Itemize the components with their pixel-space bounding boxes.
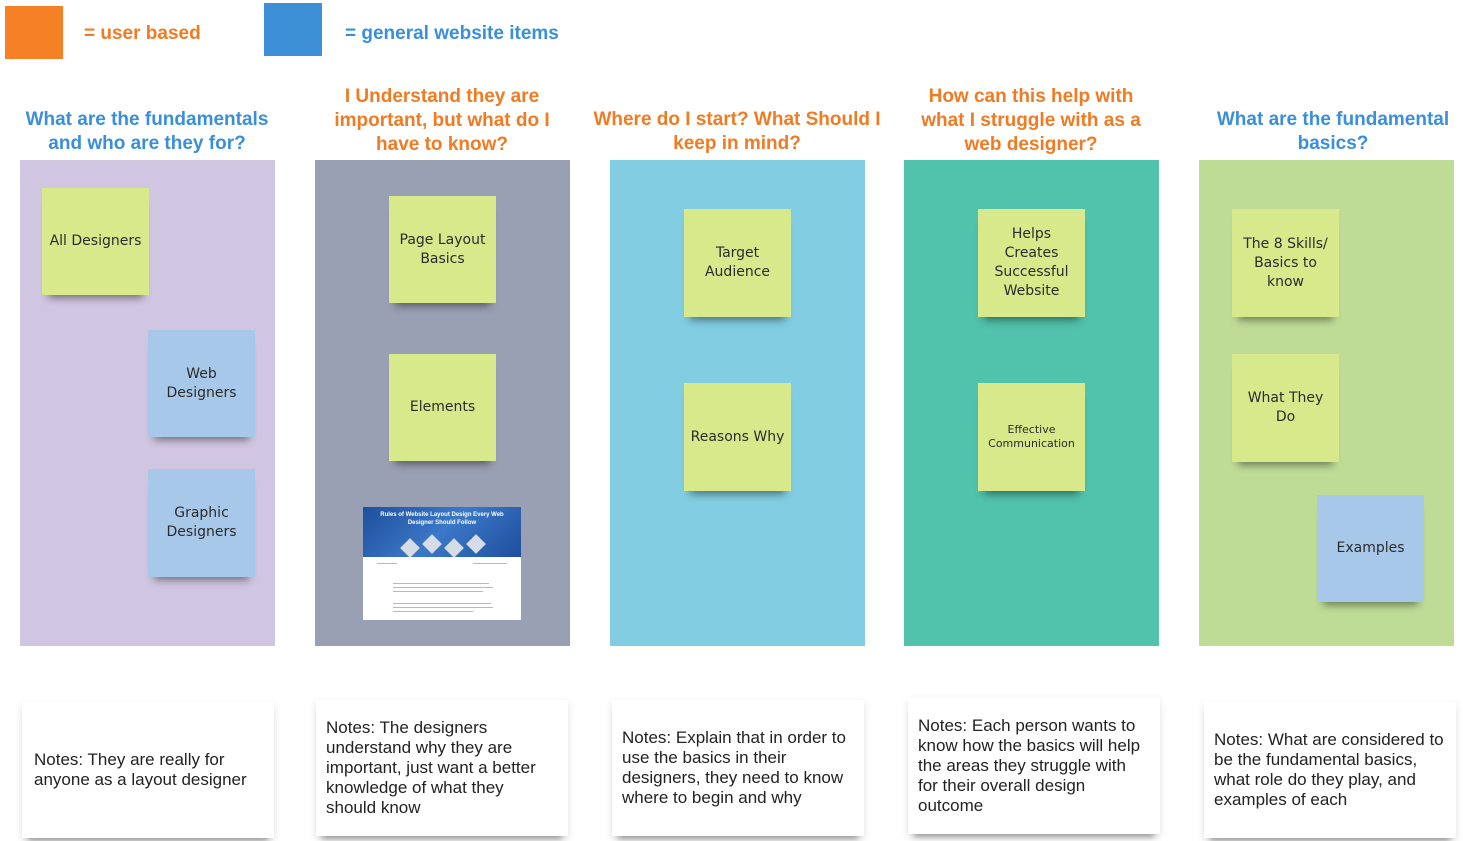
- sticky-note-label: What They Do: [1247, 390, 1324, 425]
- notes-card-4: Notes: Each person wants to know how the…: [908, 698, 1160, 834]
- notes-text: Notes: Explain that in order to use the …: [622, 728, 846, 807]
- thumbnail-title: Rules of Website Layout Design Every Web…: [380, 512, 504, 526]
- column-4-heading: How can this help with what I struggle w…: [921, 86, 1141, 155]
- sticky-note-reasons-why[interactable]: Reasons Why: [684, 383, 791, 491]
- legend-label-general: = general website items: [345, 23, 559, 44]
- sticky-note-label: Effective Communication: [988, 423, 1075, 450]
- notes-text: Notes: What are considered to be the fun…: [1214, 730, 1444, 809]
- column-3-heading: Where do I start? What Should I keep in …: [593, 109, 881, 154]
- notes-text: Notes: Each person wants to know how the…: [918, 716, 1141, 815]
- sticky-note-effective-communication[interactable]: Effective Communication: [978, 383, 1085, 491]
- column-1-heading: What are the fundamentals and who are th…: [25, 109, 269, 154]
- sticky-note-label: Target Audience: [704, 245, 771, 280]
- notes-card-3: Notes: Explain that in order to use the …: [612, 700, 864, 836]
- thumbnail-banner: [363, 507, 521, 558]
- legend-swatch-user-based: [5, 6, 63, 59]
- notes-text: Notes: They are really for anyone as a l…: [34, 750, 247, 789]
- legend-label-user-based: = user based: [84, 23, 201, 44]
- sticky-note-label: The 8 Skills/ Basics to know: [1243, 235, 1328, 290]
- column-2-heading: I Understand they are important, but wha…: [334, 86, 550, 155]
- sticky-note-label: All Designers: [49, 233, 142, 249]
- sticky-note-label: Graphic Designers: [166, 505, 237, 540]
- column-5-heading: What are the fundamental basics?: [1216, 109, 1450, 154]
- sticky-note-all-designers[interactable]: All Designers: [42, 188, 149, 295]
- sticky-note-label: Page Layout Basics: [399, 231, 486, 267]
- sticky-note-label: Web Designers: [166, 365, 237, 401]
- sticky-note-label: Elements: [409, 399, 476, 415]
- sticky-note-page-layout-basics[interactable]: Page Layout Basics: [389, 196, 496, 303]
- sticky-note-label: Reasons Why: [690, 428, 785, 445]
- sticky-note-helps-creates-successful-website[interactable]: Helps Creates Successful Website: [978, 209, 1085, 317]
- notes-text: Notes: The designers understand why they…: [326, 718, 536, 817]
- notes-card-1: Notes: They are really for anyone as a l…: [22, 702, 274, 838]
- sticky-note-8-skills[interactable]: The 8 Skills/ Basics to know: [1232, 209, 1339, 317]
- article-thumbnail[interactable]: Rules of Website Layout Design Every Web…: [363, 507, 521, 620]
- sticky-note-what-they-do[interactable]: What They Do: [1232, 354, 1339, 462]
- sticky-note-examples[interactable]: Examples: [1317, 495, 1424, 602]
- notes-card-5: Notes: What are considered to be the fun…: [1204, 702, 1456, 838]
- notes-card-2: Notes: The designers understand why they…: [316, 700, 568, 836]
- sticky-note-graphic-designers[interactable]: Graphic Designers: [148, 469, 255, 577]
- sticky-note-target-audience[interactable]: Target Audience: [684, 209, 791, 317]
- sticky-note-label: Helps Creates Successful Website: [994, 226, 1069, 299]
- legend-swatch-general: [264, 3, 322, 56]
- sticky-note-elements[interactable]: Elements: [389, 354, 496, 461]
- sticky-note-label: Examples: [1336, 540, 1405, 556]
- sticky-note-web-designers[interactable]: Web Designers: [148, 330, 255, 437]
